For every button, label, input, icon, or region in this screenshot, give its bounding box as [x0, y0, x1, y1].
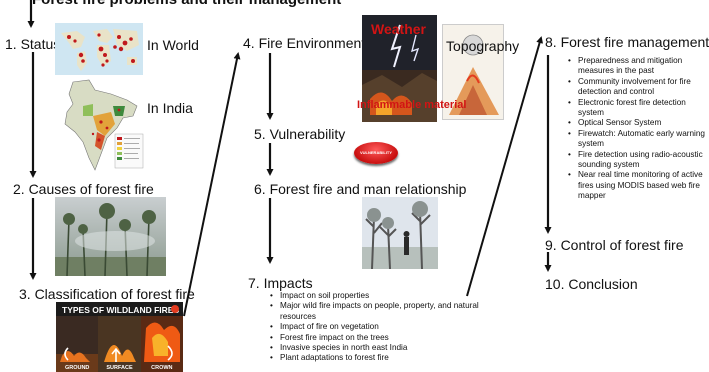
management-item: Near real time monitoring of active fire…: [568, 170, 708, 201]
management-list: Preparedness and mitigation measures in …: [568, 56, 708, 202]
management-item: Community involvement for fire detection…: [568, 77, 708, 98]
step-fire-environment: 4. Fire Environment: [243, 35, 366, 51]
label-in-india: In India: [147, 100, 193, 116]
step-impacts: 7. Impacts: [248, 275, 313, 291]
label-in-world: In World: [147, 37, 199, 53]
step-classification: 3. Classification of forest fire: [19, 286, 195, 302]
arrow-classification-to-environment: [183, 52, 241, 317]
step-conclusion: 10. Conclusion: [545, 276, 638, 292]
management-item: Preparedness and mitigation measures in …: [568, 56, 708, 77]
step-causes: 2. Causes of forest fire: [13, 181, 154, 197]
label-topography: Topography: [446, 38, 520, 54]
label-weather: Weather: [371, 21, 426, 37]
arrow-impacts-to-management: [466, 36, 543, 297]
vulnerability-badge-text: VULNERABILITY: [360, 150, 392, 155]
weather-photo: [362, 15, 437, 122]
impacts-list: Impact on soil properties Major wild fir…: [270, 291, 485, 364]
management-item: Firewatch: Automatic early warning syste…: [568, 129, 708, 150]
step-management: 8. Forest fire management: [545, 34, 709, 50]
management-item: Electronic forest fire detection system: [568, 98, 708, 119]
wildland-type-crown: CROWN: [151, 365, 173, 371]
forest-fire-photo: [55, 197, 166, 276]
fire-badge-icon: [171, 305, 179, 313]
impact-item: Major wild fire impacts on people, prope…: [270, 301, 485, 322]
step-status: 1. Status: [5, 36, 61, 52]
impact-item: Invasive species in north east India: [270, 343, 485, 354]
step-control: 9. Control of forest fire: [545, 237, 684, 253]
step-vulnerability: 5. Vulnerability: [254, 126, 346, 142]
man-forest-illustration: [362, 197, 438, 269]
wildland-type-ground: GROUND: [64, 365, 90, 371]
world-fire-map: [55, 23, 143, 75]
india-fire-map: [53, 76, 145, 176]
wildland-fire-types-image: TYPES OF WILDLAND FIRES GROUND SURFACE C…: [56, 302, 183, 372]
impact-item: Impact of fire on vegetation: [270, 322, 485, 333]
step-man-relationship: 6. Forest fire and man relationship: [254, 181, 467, 197]
vulnerability-button-image: VULNERABILITY: [351, 137, 401, 170]
management-item: Fire detection using radio-acoustic soun…: [568, 150, 708, 171]
wildland-type-surface: SURFACE: [106, 365, 133, 371]
management-item: Optical Sensor System: [568, 118, 708, 129]
wildland-header: TYPES OF WILDLAND FIRES: [62, 305, 180, 315]
page-title: Forest fire problems and their managemen…: [32, 0, 341, 8]
impact-item: Forest fire impact on the trees: [270, 333, 485, 344]
impact-item: Plant adaptations to forest fire: [270, 353, 485, 364]
impact-item: Impact on soil properties: [270, 291, 485, 302]
label-inflammable: Inflammable material: [357, 99, 467, 111]
topography-diagram: [442, 24, 504, 120]
